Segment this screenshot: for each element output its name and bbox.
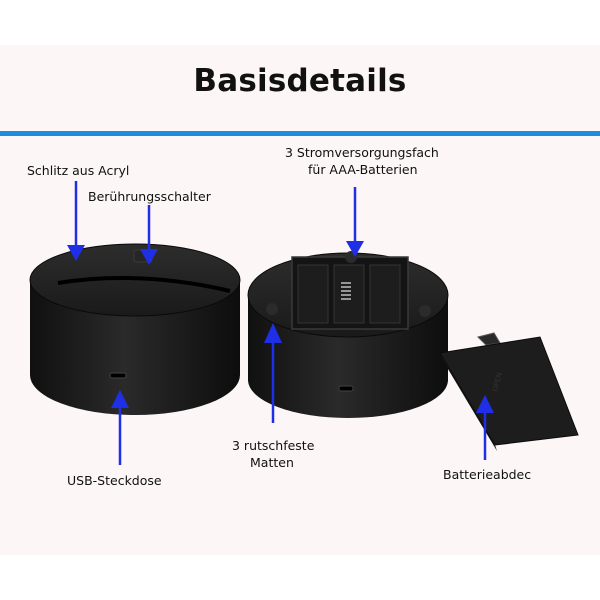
label-usb-socket: USB-Steckdose (67, 473, 162, 488)
accent-divider (0, 131, 600, 136)
label-battery-compartment-line1: 3 Stromversorgungsfach (285, 145, 439, 160)
label-battery-compartment-line2: für AAA-Batterien (308, 162, 418, 177)
label-acrylic-slot: Schlitz aus Acryl (27, 163, 130, 178)
label-non-slip-mats-line2: Matten (250, 455, 294, 470)
annotation-arrows (67, 181, 494, 465)
usb-port-icon (109, 372, 127, 379)
left-base (29, 243, 241, 415)
non-slip-mat (419, 305, 431, 317)
arrow-up-icon (111, 390, 129, 408)
right-base (247, 251, 449, 418)
label-non-slip-mats-line1: 3 rutschfeste (232, 438, 315, 453)
battery-spring-icon (341, 282, 351, 300)
arrow-up-icon (476, 395, 494, 413)
usb-port-icon (338, 385, 354, 392)
arrow-down-icon (140, 249, 158, 265)
non-slip-mat (266, 303, 278, 315)
product-photo: OPEN (29, 181, 579, 465)
diagram-canvas: Basisdetails (0, 45, 600, 555)
arrow-down-icon (67, 245, 85, 261)
battery-cover: OPEN (439, 332, 579, 451)
label-touch-switch: Berührungsschalter (88, 189, 211, 204)
arrow-down-icon (346, 241, 364, 257)
arrow-up-icon (264, 323, 282, 343)
page-title: Basisdetails (193, 63, 407, 99)
acrylic-slot (57, 276, 231, 293)
label-battery-cover: Batterieabdec (443, 467, 532, 482)
